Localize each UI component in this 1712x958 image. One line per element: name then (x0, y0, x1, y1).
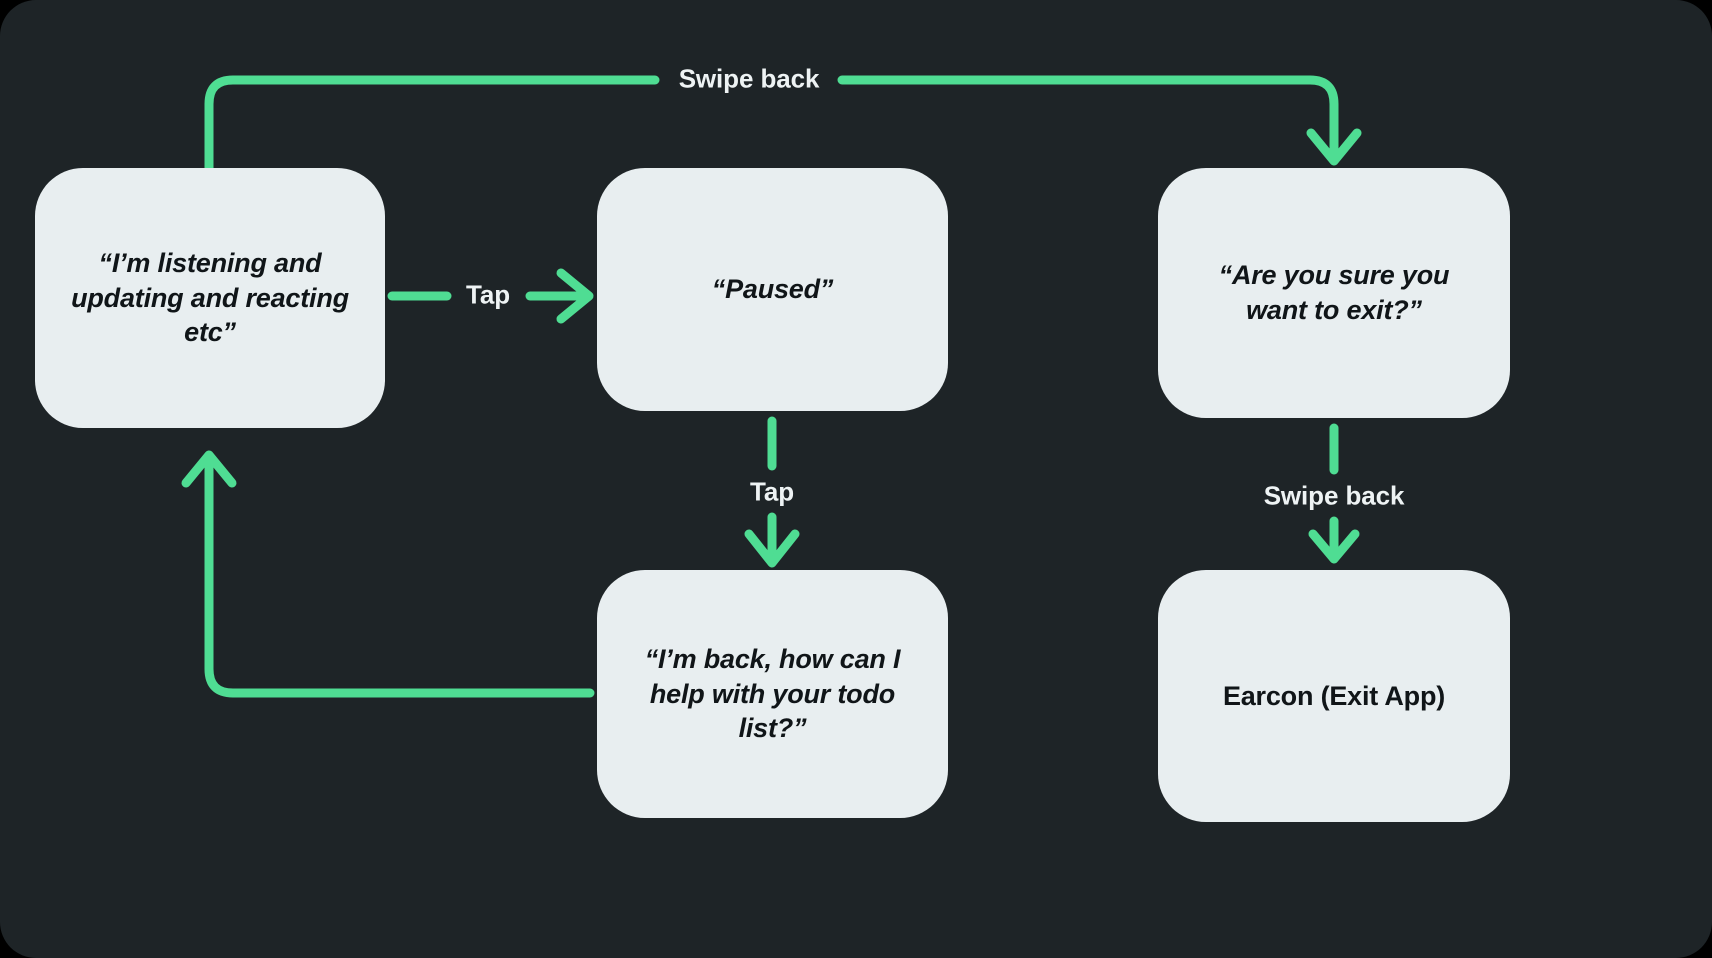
node-im-back[interactable]: “I’m back, how can I help with your todo… (597, 570, 948, 818)
node-paused[interactable]: “Paused” (597, 168, 948, 411)
node-confirm-exit[interactable]: “Are you sure you want to exit?” (1158, 168, 1510, 418)
node-listening[interactable]: “I’m listening and updating and reacting… (35, 168, 385, 428)
node-earcon[interactable]: Earcon (Exit App) (1158, 570, 1510, 822)
node-earcon-label: Earcon (Exit App) (1222, 680, 1446, 711)
edge-label-tap-paused-to-im-back: Tap (750, 476, 794, 507)
edge-label-tap-listening-to-paused: Tap (466, 279, 510, 310)
node-confirm-exit-label: “Are you sure you want to exit?” (1218, 260, 1450, 325)
node-listening-label: “I’m listening and updating and reacting… (71, 248, 349, 348)
node-paused-label: “Paused” (711, 274, 834, 305)
edge-im-back-to-listening (181, 450, 595, 698)
edge-label-swipe-back-top: Swipe back (678, 63, 820, 94)
edge-label-swipe-back-confirm-to-earcon: Swipe back (1263, 480, 1405, 511)
node-im-back-label: “I’m back, how can I help with your todo… (644, 644, 901, 744)
